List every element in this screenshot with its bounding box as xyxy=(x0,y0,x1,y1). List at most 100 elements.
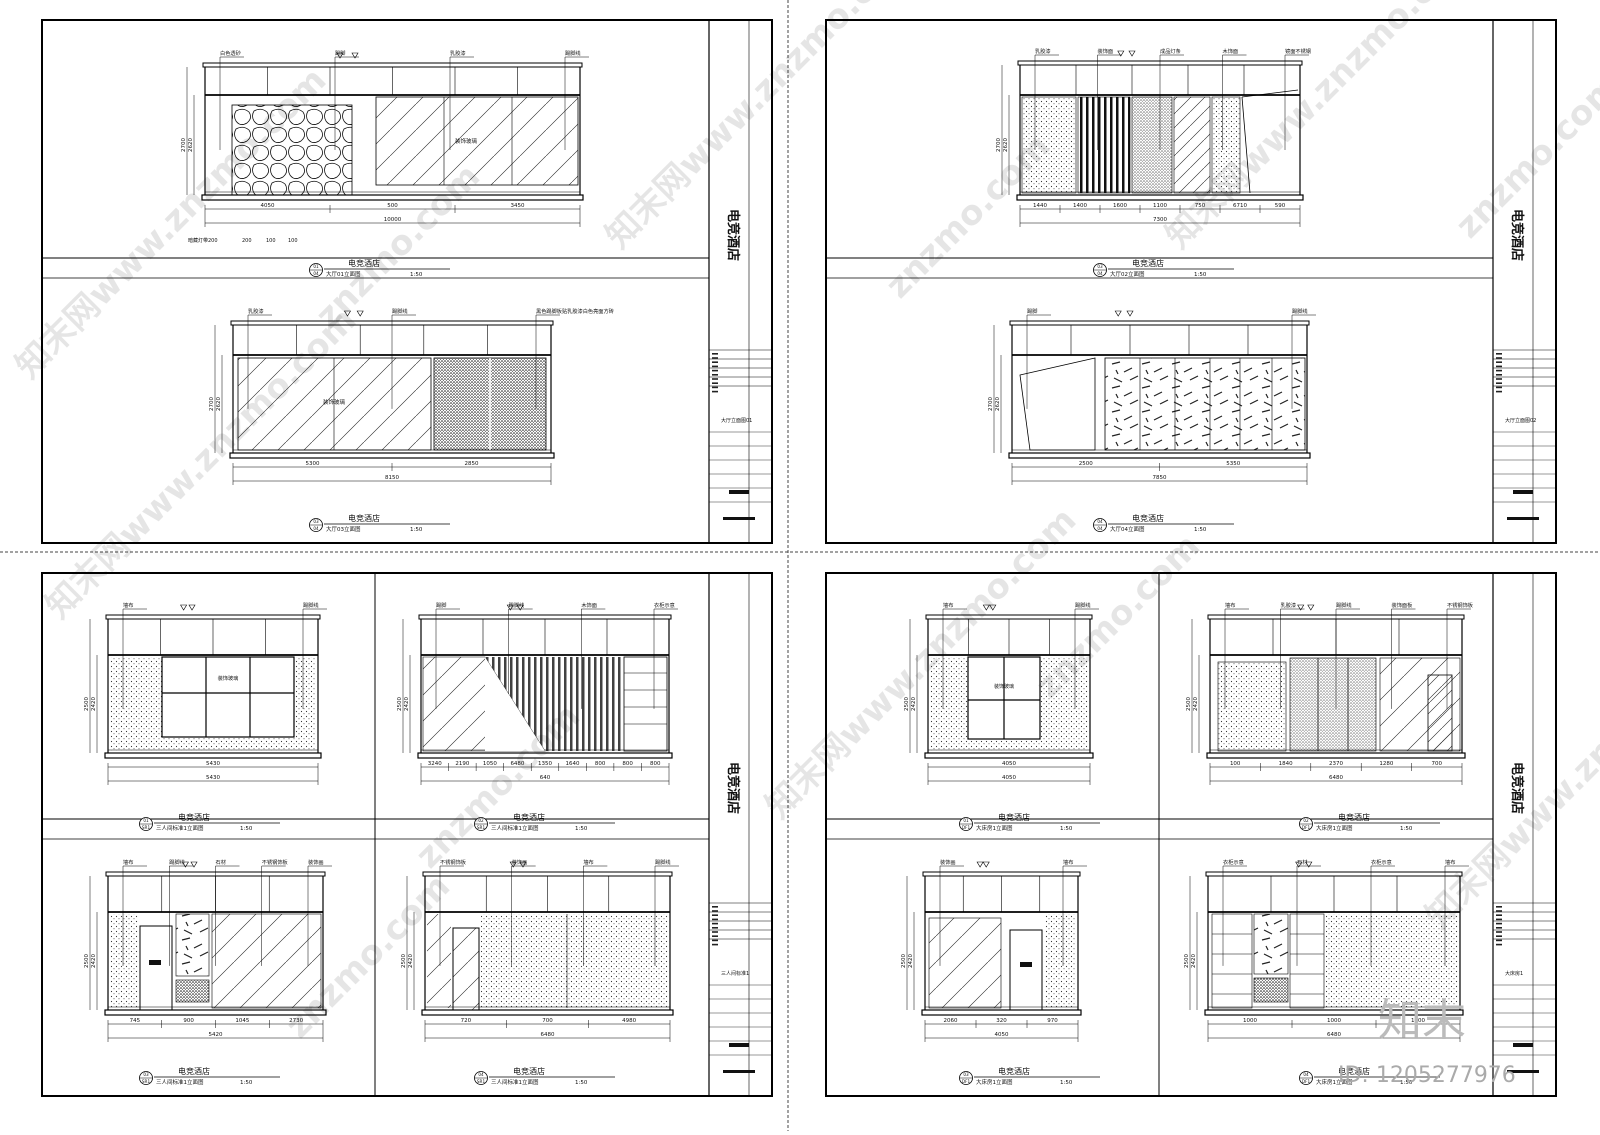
sheet-border xyxy=(825,572,1557,1097)
title-block-mark xyxy=(1496,939,1502,942)
project-name: 电竞酒店 xyxy=(725,209,741,261)
total-dimension: 6480 xyxy=(541,1032,555,1038)
caption-ref: 04 xyxy=(1097,271,1103,276)
sheet-title: 大厅立面图02 xyxy=(1505,417,1536,424)
width-dimension: 1350 xyxy=(538,761,552,767)
bottom-note: 暗藏灯带200 xyxy=(188,237,218,244)
width-dimension: 1000 xyxy=(1243,1018,1257,1024)
title-block-stamp xyxy=(1513,1043,1533,1047)
caption-project: 电竞酒店 xyxy=(348,258,380,268)
floor-slab xyxy=(229,452,555,459)
mesh-panel xyxy=(1211,96,1241,194)
title-block-mark xyxy=(712,378,718,380)
material-label: 墙布 xyxy=(123,601,133,609)
caption-name: 大床房1立面图 xyxy=(1316,824,1353,832)
caption-scale: 1:50 xyxy=(575,826,588,832)
width-dimension: 2730 xyxy=(289,1018,303,1024)
material-label: 踢脚线 xyxy=(303,601,319,609)
light-fixture-icon xyxy=(1126,310,1134,317)
width-dimension: 4050 xyxy=(261,203,275,209)
title-block-mark xyxy=(712,910,718,912)
width-dimension: 1840 xyxy=(1279,761,1293,767)
width-dimension: 1400 xyxy=(1073,203,1087,209)
ceiling-slab xyxy=(922,871,1081,877)
caption-ref: DF1 xyxy=(962,825,971,830)
material-label: 踢脚线 xyxy=(565,49,581,57)
width-dimension: 3240 xyxy=(428,761,442,767)
sheet-border xyxy=(41,572,773,1097)
material-label: 踢脚线 xyxy=(1075,601,1091,609)
caption-code: 02 xyxy=(478,818,484,823)
height-dimension: 2500 xyxy=(401,954,407,968)
width-dimension: 800 xyxy=(595,761,606,767)
caption-ref: SR1 xyxy=(477,1079,486,1084)
caption-scale: 1:50 xyxy=(1194,527,1207,533)
title-block-mark xyxy=(1496,931,1502,933)
width-dimension: 900 xyxy=(183,1018,194,1024)
light-fixture-icon xyxy=(1297,604,1305,611)
height-dimension: 2620 xyxy=(216,397,222,411)
light-fixture-icon xyxy=(351,52,359,59)
height-dimension: 2500 xyxy=(904,697,910,711)
floor-slab xyxy=(417,752,673,759)
width-dimension: 2370 xyxy=(1329,761,1343,767)
ceiling-slab xyxy=(422,871,673,877)
wallcloth-panel xyxy=(1326,914,1458,1008)
title-block-mark xyxy=(1496,943,1502,946)
width-dimension: 1100 xyxy=(1153,203,1167,209)
watermark-text: znzmo.com xyxy=(878,126,1058,306)
height-dimension: 2500 xyxy=(901,954,907,968)
mirror-panel xyxy=(1173,96,1211,194)
material-label: 墙布 xyxy=(943,601,953,609)
light-fixture-icon xyxy=(1128,50,1136,57)
width-dimension: 2060 xyxy=(944,1018,958,1024)
wallcloth-panel xyxy=(110,914,138,1008)
caption-scale: 1:50 xyxy=(1194,272,1207,278)
project-name: 电竞酒店 xyxy=(725,762,741,814)
width-dimension: 800 xyxy=(650,761,661,767)
width-dimension: 320 xyxy=(996,1018,1007,1024)
panel-text: 装饰玻璃 xyxy=(218,674,239,682)
caption-ref: DF1 xyxy=(962,1079,971,1084)
material-label: 装饰面 xyxy=(1098,47,1114,55)
height-dimension: 2620 xyxy=(188,138,194,152)
title-block-mark xyxy=(1496,935,1502,937)
title-block-mark xyxy=(712,353,718,355)
title-block-mark xyxy=(712,935,718,937)
angled-panel xyxy=(1019,357,1096,451)
floor-slab xyxy=(421,1009,674,1016)
door-handle xyxy=(149,960,161,965)
material-label: 装饰画 xyxy=(512,858,528,866)
light-fixture-icon xyxy=(506,604,514,611)
title-block-mark xyxy=(712,918,718,921)
light-fixture-icon xyxy=(1307,604,1315,611)
latex-panel xyxy=(1217,661,1287,752)
caption-name: 大厅01立面图 xyxy=(326,270,361,278)
floor-slab xyxy=(1008,452,1311,459)
caption-project: 电竞酒店 xyxy=(513,812,545,822)
height-dimension: 2420 xyxy=(91,697,97,711)
total-dimension: 6480 xyxy=(1329,775,1343,781)
height-dimension: 2500 xyxy=(84,697,90,711)
caption-project: 电竞酒店 xyxy=(1132,513,1164,523)
width-dimension: 3450 xyxy=(511,203,525,209)
caption-code: 03 xyxy=(143,1072,149,1077)
caption-name: 三人间标准1立面图 xyxy=(156,1078,204,1086)
total-dimension: 8150 xyxy=(385,475,399,481)
decor-panel xyxy=(1289,657,1377,752)
caption-ref: DF1 xyxy=(1302,825,1311,830)
bottom-note: 100 xyxy=(266,238,276,244)
title-block-stamp xyxy=(1513,490,1533,494)
plaster-panel xyxy=(1021,96,1077,194)
door-handle xyxy=(1020,962,1032,967)
caption-project: 电竞酒店 xyxy=(178,812,210,822)
caption-name: 三人间标准1立面图 xyxy=(491,1078,539,1086)
title-block-stamp xyxy=(1507,1070,1539,1073)
material-label: 装饰画 xyxy=(940,858,956,866)
title-block-mark xyxy=(1496,357,1502,359)
